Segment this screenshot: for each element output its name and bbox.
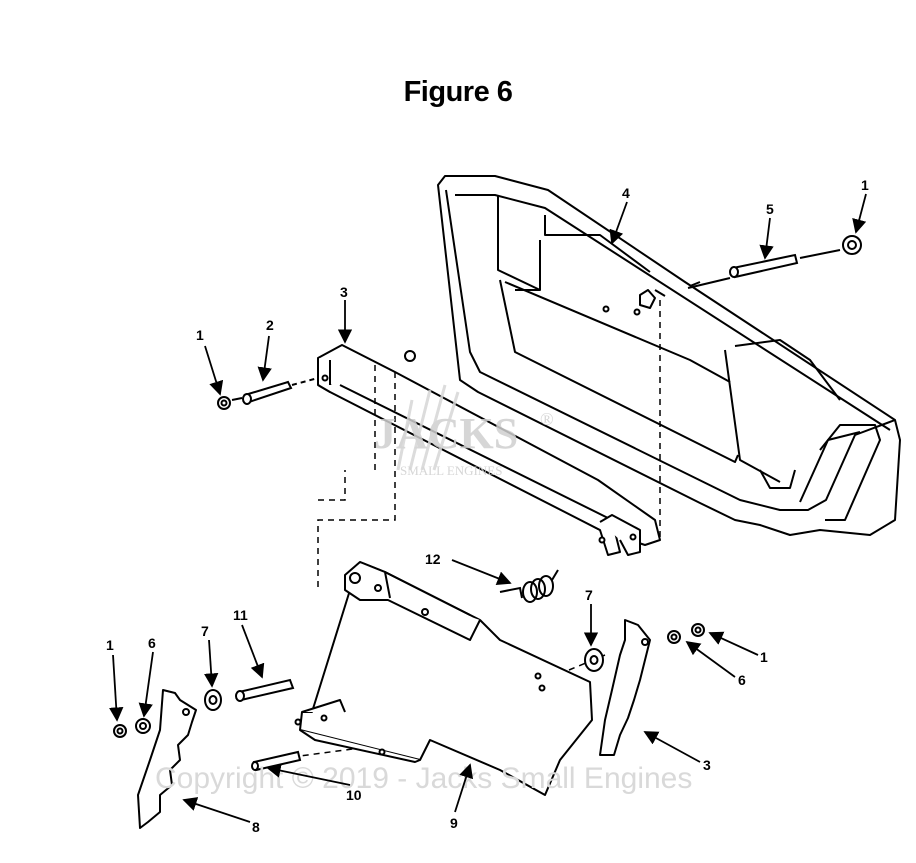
spring	[499, 569, 559, 603]
callout-11: 11	[233, 607, 248, 623]
anti-kickback-pawl-left	[137, 689, 197, 829]
callout-1-left-top: 1	[196, 327, 204, 343]
callout-10: 10	[346, 787, 362, 803]
callout-1-right-bottom: 1	[760, 649, 768, 665]
anti-kickback-pawl-right	[599, 619, 651, 756]
callout-4: 4	[622, 185, 630, 201]
callout-9: 9	[450, 815, 458, 831]
watermark-copyright: Copyright © 2019 - Jacks Small Engines	[155, 762, 692, 795]
callout-1-right-top: 1	[861, 177, 869, 193]
callout-1-left-bottom: 1	[106, 637, 114, 653]
callout-7-left: 7	[201, 623, 209, 639]
callout-5: 5	[766, 201, 774, 217]
mounting-bracket	[294, 561, 593, 796]
guard-pin-assembly	[687, 235, 862, 289]
lower-pin-assembly	[113, 623, 705, 772]
callout-3-bottom: 3	[703, 757, 711, 773]
watermark-logo-sub: SMALL ENGINES	[400, 463, 502, 478]
callout-3-top: 3	[340, 284, 348, 300]
support-arm	[317, 344, 661, 556]
callout-8: 8	[252, 819, 260, 835]
watermark-logo-main: JACKS	[374, 409, 518, 458]
watermark-logo: JACKS SMALL ENGINES ®	[374, 384, 554, 478]
callout-12: 12	[425, 551, 441, 567]
upper-pin-assembly	[217, 350, 416, 410]
callout-6-right: 6	[738, 672, 746, 688]
watermark-logo-mark: ®	[540, 409, 554, 429]
callout-2: 2	[266, 317, 274, 333]
blade-guard	[437, 175, 901, 536]
callout-7-right: 7	[585, 587, 593, 603]
figure-title: Figure 6	[403, 76, 513, 108]
callout-6-left: 6	[148, 635, 156, 651]
callout-arrows	[109, 193, 867, 823]
